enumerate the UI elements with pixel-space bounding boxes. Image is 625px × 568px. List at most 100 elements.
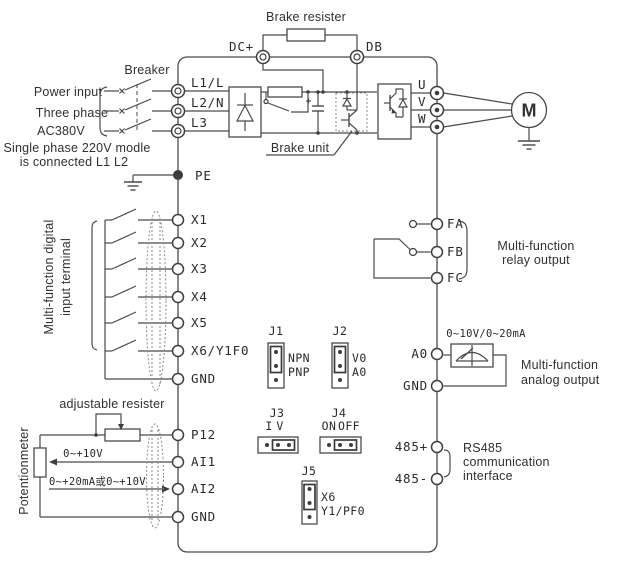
a0-label: A0 [411, 346, 428, 361]
terminal-fc [430, 271, 444, 285]
terminal-x5 [171, 316, 185, 330]
gnd-out-label: GND [403, 378, 428, 393]
adjustable-resistor-label: adjustable resister [59, 397, 164, 411]
w-label: W [418, 111, 426, 126]
digital-input-bracket [91, 220, 98, 351]
terminal-fa [430, 217, 444, 231]
terminal-gnd-digital [171, 372, 185, 386]
terminal-pe [173, 170, 183, 180]
x5-label: X5 [191, 315, 208, 330]
x4-label: X4 [191, 289, 208, 304]
ai2-range-label: 0~+20mA或0~+10V [49, 476, 146, 488]
j4-option-right: OFF [338, 419, 360, 433]
terminal-gnd-analog [171, 510, 185, 524]
j2-cap [333, 345, 347, 374]
terminal-u [429, 85, 445, 101]
l2-label: L2/N [191, 95, 224, 110]
precharge-resistor [267, 86, 303, 98]
x3-label: X3 [191, 261, 208, 276]
pe-ground [124, 174, 173, 191]
x2-label: X2 [191, 235, 208, 250]
jumper-j4: J4 ON OFF [319, 406, 362, 454]
adjustable-resistor-symbol [104, 428, 141, 442]
power-input-line3: AC380V [37, 124, 85, 138]
brake-resistor-label: Brake resister [266, 10, 346, 24]
j5-cap [303, 483, 316, 511]
digital-input-caption1: Multi-function digital [42, 220, 56, 335]
digital-input-caption2: input terminal [59, 238, 73, 316]
digital-cable-shield [145, 210, 167, 392]
j3-option-left: I [265, 419, 272, 433]
rs485-caption3: interface [463, 469, 513, 483]
j3-option-right: V [276, 419, 283, 433]
j2-option-bottom: A0 [352, 365, 367, 379]
terminal-485-minus [430, 472, 444, 486]
analog-output-caption2: analog output [521, 373, 600, 387]
terminal-x3 [171, 262, 185, 276]
j3-name: J3 [270, 406, 285, 420]
j5-option-top: X6 [321, 490, 336, 504]
db-label: DB [366, 39, 383, 54]
j4-cap [333, 439, 358, 451]
terminal-a0 [430, 347, 444, 361]
terminal-x4 [171, 290, 185, 304]
breaker-pole-3 [104, 118, 171, 134]
rs485-bracket [443, 449, 451, 478]
j1-cap [269, 345, 283, 374]
digital-input-switches [105, 208, 172, 380]
analog-output-section: 0~10V/0~20mA Multi-function analog outpu… [443, 328, 600, 387]
terminal-x6 [171, 344, 185, 358]
terminal-ai2 [171, 482, 185, 496]
485-minus-label: 485- [395, 471, 428, 486]
breaker-symbol [104, 78, 171, 134]
gnd-analog-label: GND [191, 509, 216, 524]
x1-label: X1 [191, 212, 208, 227]
dc-bus [261, 63, 377, 135]
brake-unit: Brake unit [266, 63, 368, 156]
terminal-labels: DC+ DB L1/L L2/N L3 PE U V W X1 X2 X3 X4… [191, 39, 464, 524]
analog-cable-shield [146, 423, 164, 529]
inverter-enclosure [177, 56, 438, 553]
ai1-label: AI1 [191, 454, 216, 469]
l1-label: L1/L [191, 75, 224, 90]
brake-resistor-circuit: Brake resister [262, 10, 358, 51]
terminal-w [429, 119, 445, 135]
relay-caption1: Multi-function [497, 239, 574, 253]
j1-name: J1 [269, 324, 284, 338]
pe-label: PE [195, 168, 212, 183]
j3-cap [271, 439, 296, 451]
digital-input-section: Multi-function digital input terminal [42, 208, 172, 392]
analog-output-caption1: Multi-function [521, 358, 598, 372]
terminal-db [349, 49, 365, 65]
j1-option-bottom: PNP [288, 365, 310, 379]
potentiometer-label: Potentionmeter [17, 427, 31, 515]
relay-output-section: Multi-function relay output [373, 219, 574, 280]
breaker-label: Breaker [124, 63, 169, 77]
terminal-485-plus [430, 440, 444, 454]
terminal-ai1 [171, 455, 185, 469]
485-plus-label: 485+ [395, 439, 428, 454]
j4-name: J4 [332, 406, 347, 420]
rs485-section: RS485 communication interface [443, 441, 549, 483]
inverter-bridge [377, 83, 431, 140]
j4-option-left: ON [322, 419, 337, 433]
jumper-j5: J5 X6 Y1/PF0 [301, 464, 365, 525]
power-input-brace [99, 86, 108, 137]
fb-label: FB [447, 244, 464, 259]
v-label: V [418, 94, 426, 109]
fc-label: FC [447, 270, 464, 285]
power-input-line1: Power input [34, 85, 103, 99]
ai2-label: AI2 [191, 481, 216, 496]
terminal-x2 [171, 236, 185, 250]
brake-unit-label: Brake unit [271, 141, 330, 155]
analog-input-section: adjustable resister Potentionmeter 0~+10… [17, 397, 172, 529]
p12-label: P12 [191, 427, 216, 442]
terminals [170, 49, 445, 524]
j2-name: J2 [333, 324, 348, 338]
brake-resistor-symbol [286, 28, 326, 42]
rs485-caption1: RS485 [463, 441, 502, 455]
j2-option-top: V0 [352, 351, 367, 365]
terminal-l1 [170, 83, 186, 99]
